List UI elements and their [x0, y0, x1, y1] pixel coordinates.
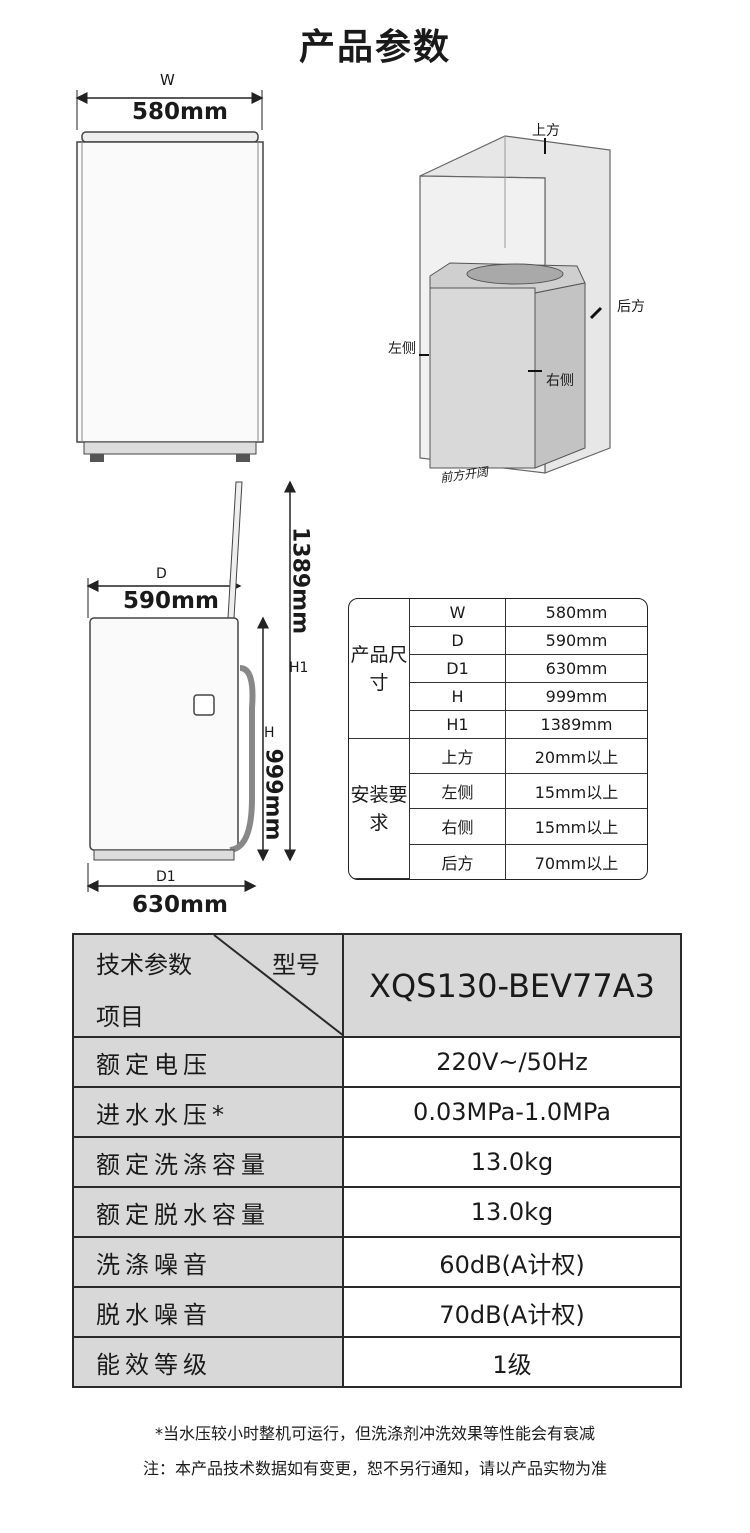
- header-diagonal-cell: 技术参数 型号 项目: [72, 933, 344, 1038]
- row-value: 220V~/50Hz: [342, 1036, 682, 1088]
- row-value: 60dB(A计权): [342, 1236, 682, 1288]
- spec-value: 15mm以上: [505, 773, 647, 810]
- front-w-value: 580mm: [132, 99, 228, 125]
- spec-value: 20mm以上: [505, 738, 647, 775]
- spec-key: D1: [409, 653, 506, 684]
- spec-key: W: [409, 599, 506, 627]
- spec-key: H: [409, 682, 506, 712]
- footnote-disclaimer: 注：本产品技术数据如有变更，恕不另行通知，请以产品实物为准: [142, 1459, 607, 1478]
- row-value: 1级: [342, 1336, 682, 1388]
- model-number: XQS130-BEV77A3: [342, 933, 682, 1038]
- row-label: 洗涤噪音: [72, 1236, 344, 1288]
- clearance-right-label: 右侧: [546, 373, 574, 389]
- page-title: 产品参数: [298, 27, 451, 68]
- row-label: 脱水噪音: [72, 1286, 344, 1338]
- front-view-diagram: [75, 90, 264, 462]
- spec-value: 1389mm: [505, 710, 647, 740]
- spec-value: 999mm: [505, 682, 647, 712]
- side-d1-value: 630mm: [132, 892, 228, 918]
- side-h1-label: H1: [289, 660, 309, 676]
- footnote-pressure: *当水压较小时整机可运行，但洗涤剂冲洗效果等性能会有衰减: [154, 1424, 595, 1443]
- spec-value: 70mm以上: [505, 843, 647, 879]
- side-d-label: D: [156, 566, 167, 582]
- size-group-label: 产品尺寸: [349, 599, 410, 740]
- clearance-left-label: 左侧: [388, 341, 416, 357]
- row-value: 70dB(A计权): [342, 1286, 682, 1338]
- header-param-label: 技术参数: [96, 951, 192, 979]
- spec-value: 590mm: [505, 625, 647, 655]
- row-value: 13.0kg: [342, 1136, 682, 1188]
- spec-key: 右侧: [409, 808, 506, 845]
- diagonal-line: [213, 935, 344, 1036]
- clearance-back-label: 后方: [617, 299, 645, 315]
- row-label: 额定脱水容量: [72, 1186, 344, 1238]
- spec-key: D: [409, 625, 506, 655]
- spec-value: 15mm以上: [505, 808, 647, 845]
- installation-diagram: [419, 135, 611, 474]
- front-w-label: W: [160, 71, 175, 89]
- clearance-top-label: 上方: [532, 123, 560, 139]
- row-value: 0.03MPa-1.0MPa: [342, 1086, 682, 1138]
- side-d-value: 590mm: [123, 588, 219, 614]
- side-d1-label: D1: [156, 869, 176, 885]
- header-item-label: 项目: [96, 1003, 144, 1031]
- spec-value: 630mm: [505, 653, 647, 684]
- row-label: 进水水压*: [72, 1086, 344, 1138]
- spec-value: 580mm: [505, 599, 647, 627]
- header-model-label: 型号: [272, 951, 320, 979]
- spec-key: H1: [409, 710, 506, 740]
- side-h-label: H: [264, 725, 275, 741]
- spec-key: 后方: [409, 843, 506, 879]
- row-label: 能效等级: [72, 1336, 344, 1388]
- spec-key: 左侧: [409, 773, 506, 810]
- install-group-label: 安装要求: [349, 738, 410, 879]
- side-view-diagram: [86, 480, 296, 892]
- row-label: 额定洗涤容量: [72, 1136, 344, 1188]
- side-h1-value: 1389mm: [287, 526, 313, 635]
- side-h-value: 999mm: [260, 748, 286, 841]
- row-label: 额定电压: [72, 1036, 344, 1088]
- row-value: 13.0kg: [342, 1186, 682, 1238]
- spec-key: 上方: [409, 738, 506, 775]
